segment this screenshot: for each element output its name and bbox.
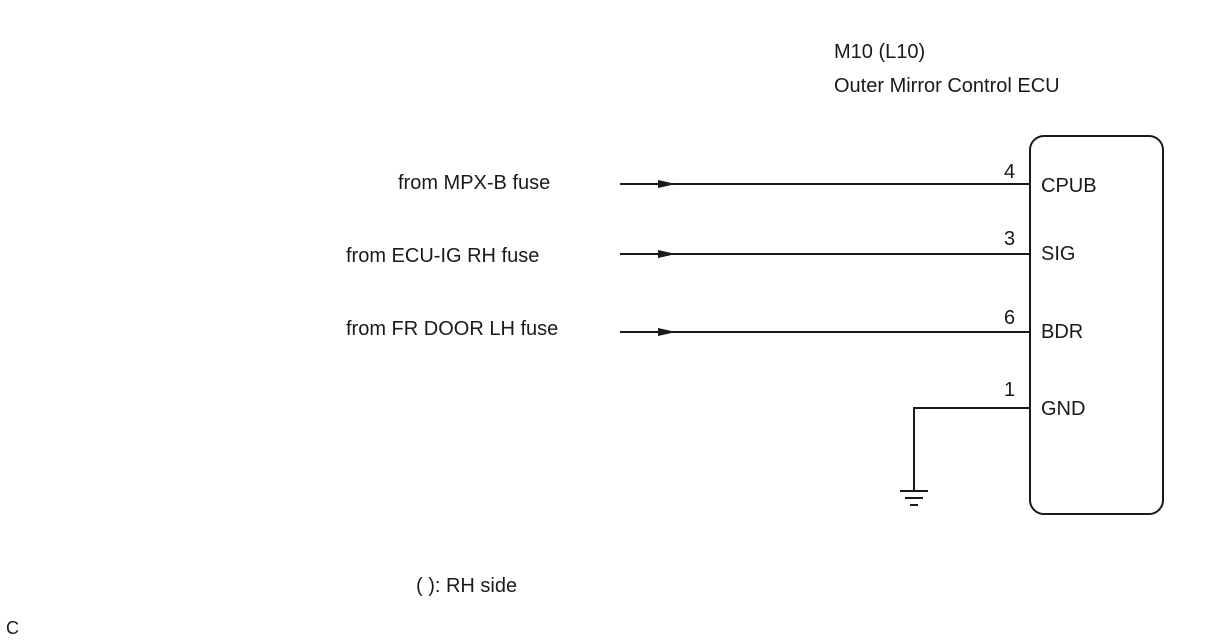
arrow-right-icon [658,328,676,336]
wire-gnd [900,407,1030,506]
wire-bdr [620,328,1030,336]
arrow-right-icon [658,250,676,258]
pin-number: 3 [1004,228,1016,250]
pin-number: 1 [1004,379,1016,401]
ecu-name: Outer Mirror Control ECU [834,75,1060,97]
wire-line [913,407,1030,490]
ecu-box [1029,135,1164,515]
corner-label: C [6,618,19,638]
pin-number: 4 [1004,161,1016,183]
pin-number: 6 [1004,307,1016,329]
terminal-gnd: GND [1041,398,1086,420]
source-label-mpx-b: from MPX-B fuse [398,172,551,194]
legend-note: ( ): RH side [416,575,518,597]
terminal-cpub: CPUB [1041,175,1097,197]
wire-sig [620,250,1030,258]
ground-icon [900,490,928,506]
ecu-connector-code: M10 (L10) [834,41,926,63]
arrow-right-icon [658,180,676,188]
terminal-sig: SIG [1041,243,1076,265]
wire-cpub [620,180,1030,188]
source-label-ecu-ig-rh: from ECU-IG RH fuse [346,245,540,267]
source-label-fr-door-lh: from FR DOOR LH fuse [346,318,559,340]
terminal-bdr: BDR [1041,321,1084,343]
